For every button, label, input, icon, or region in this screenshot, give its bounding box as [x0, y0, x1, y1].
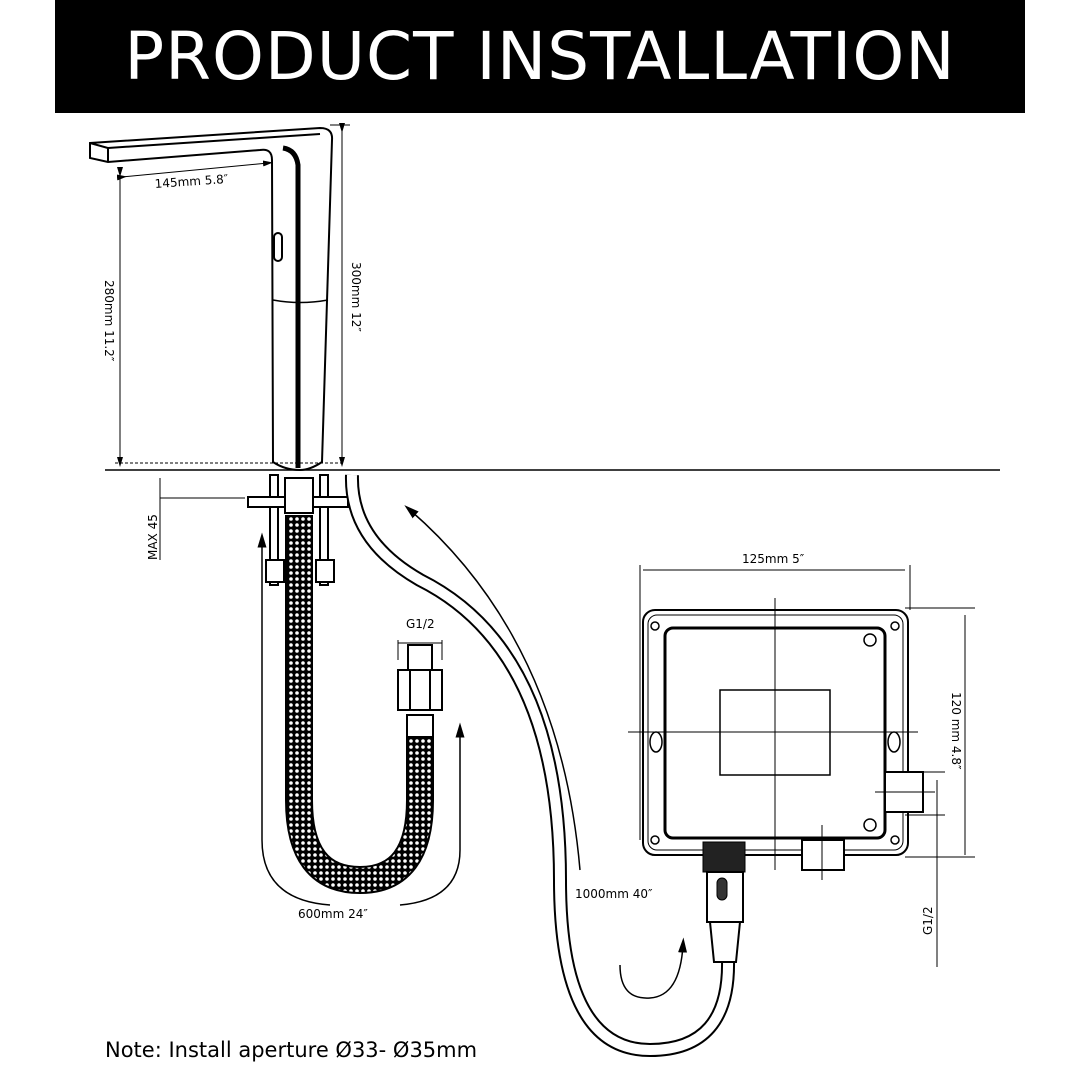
hose-length-label: 600mm 24″: [298, 907, 368, 921]
control-box: [642, 609, 924, 963]
spout-reach-label: 145mm 5.8″: [154, 172, 229, 191]
hose-fitting: [397, 644, 443, 738]
faucet: [89, 126, 334, 472]
box-thread-label: G1/2: [921, 906, 935, 935]
sensor-window-icon: [273, 232, 283, 262]
installation-note: Note: Install aperture Ø33- Ø35mm: [105, 1038, 478, 1062]
hose-thread-label: G1/2: [406, 617, 435, 631]
mounting-hardware: [247, 474, 349, 586]
max-deck-label: MAX 45: [146, 514, 160, 560]
spout-height-label: 280mm 11.2″: [102, 280, 116, 362]
box-height-label: 120 mm 4.8″: [949, 692, 963, 770]
faucet-height-label: 300mm 12″: [349, 262, 363, 332]
cable-connector: [702, 841, 746, 873]
box-width-label: 125mm 5″: [742, 552, 805, 566]
inlet-port: [801, 839, 845, 871]
page-title: PRODUCT INSTALLATION: [124, 18, 956, 95]
title-banner: PRODUCT INSTALLATION: [55, 0, 1025, 113]
cable-length-label: 1000mm 40″: [575, 887, 653, 901]
